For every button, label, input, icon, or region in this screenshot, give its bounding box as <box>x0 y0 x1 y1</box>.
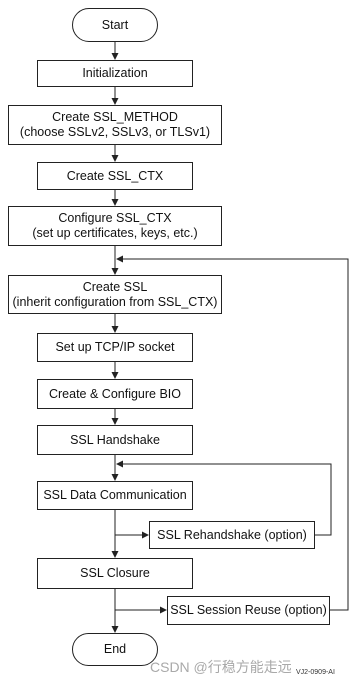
end-label: End <box>103 642 127 656</box>
step-create-ssl-method-line2: (choose SSLv2, SSLv3, or TLSv1) <box>19 125 211 139</box>
step-ssl-data-communication-label: SSL Data Communication <box>43 488 187 502</box>
step-setup-socket-label: Set up TCP/IP socket <box>55 340 175 354</box>
step-create-ssl-line2: (inherit configuration from SSL_CTX) <box>12 294 218 309</box>
figure-code: VJ2-0909-AI <box>296 669 335 676</box>
step-configure-ssl-ctx-line1: Configure SSL_CTX <box>58 211 172 225</box>
step-initialization-label: Initialization <box>82 66 148 80</box>
loop-rehandshake-to-data <box>116 460 332 536</box>
step-ssl-rehandshake-label: SSL Rehandshake (option) <box>157 527 307 542</box>
step-create-ssl-method-line1: Create SSL_METHOD <box>52 110 178 124</box>
step-ssl-rehandshake: SSL Rehandshake (option) <box>149 521 315 549</box>
step-configure-ssl-ctx-line2: (set up certificates, keys, etc.) <box>32 226 198 240</box>
loop-reuse-to-create-ssl <box>116 255 349 611</box>
step-setup-socket: Set up TCP/IP socket <box>37 333 193 362</box>
watermark-text: CSDN @行稳方能走远 <box>150 659 292 675</box>
step-create-bio: Create & Configure BIO <box>37 379 193 409</box>
step-create-ssl-ctx-label: Create SSL_CTX <box>66 168 164 183</box>
step-configure-ssl-ctx: Configure SSL_CTX (set up certificates, … <box>8 206 222 246</box>
start-node: Start <box>72 8 158 42</box>
step-ssl-session-reuse-label: SSL Session Reuse (option) <box>170 603 327 617</box>
step-ssl-closure-label: SSL Closure <box>80 566 150 580</box>
step-ssl-session-reuse: SSL Session Reuse (option) <box>167 596 330 625</box>
step-create-bio-label: Create & Configure BIO <box>48 386 181 401</box>
step-create-ssl-line1: Create SSL <box>82 279 148 294</box>
step-create-ssl: Create SSL (inherit configuration from S… <box>8 275 222 314</box>
start-label: Start <box>101 17 129 32</box>
step-create-ssl-method: Create SSL_METHOD (choose SSLv2, SSLv3, … <box>8 105 222 145</box>
step-ssl-closure: SSL Closure <box>37 558 193 589</box>
step-create-ssl-ctx: Create SSL_CTX <box>37 162 193 190</box>
step-ssl-handshake: SSL Handshake <box>37 425 193 455</box>
step-initialization: Initialization <box>37 60 193 87</box>
step-ssl-handshake-label: SSL Handshake <box>70 432 160 447</box>
step-ssl-data-communication: SSL Data Communication <box>37 481 193 510</box>
end-node: End <box>72 633 158 666</box>
